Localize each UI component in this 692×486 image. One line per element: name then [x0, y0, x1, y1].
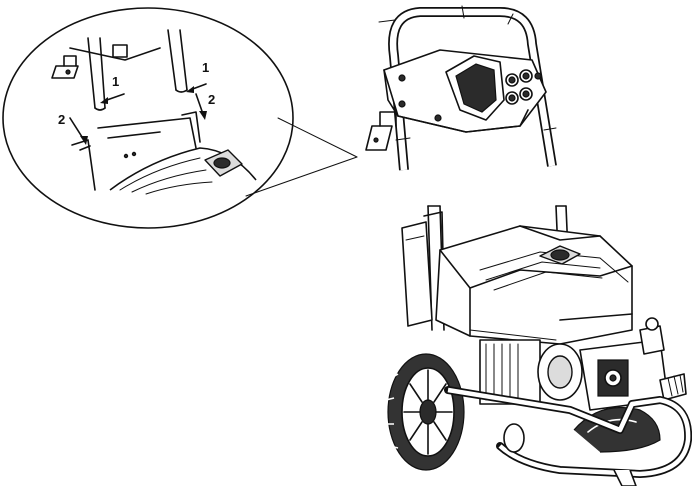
step-2-label-left: 2	[58, 112, 65, 127]
step-1-label-left: 1	[112, 74, 119, 89]
handle-tubes-upper	[69, 29, 188, 111]
handle-bracket-icon	[51, 55, 79, 79]
detail-magnifier: 1 1 2 2	[2, 7, 358, 229]
frame-lower-detail	[71, 111, 257, 195]
nozzle-sockets	[505, 69, 542, 105]
wheel	[385, 353, 465, 471]
magnifier-pointer-bottom	[245, 156, 358, 197]
step-2-label-right: 2	[208, 92, 215, 107]
magnifier-outline	[2, 7, 294, 229]
handle-bracket-loose	[365, 111, 397, 151]
arrow-diagonal-icon	[100, 83, 207, 104]
magnifier-pointer-top	[277, 117, 358, 158]
pressure-washer-unit	[385, 205, 692, 486]
arrow-down-icon	[69, 93, 207, 145]
handle-assembly	[365, 5, 557, 171]
pump	[579, 317, 687, 411]
motor	[479, 339, 583, 405]
step-1-label-right: 1	[202, 60, 209, 75]
